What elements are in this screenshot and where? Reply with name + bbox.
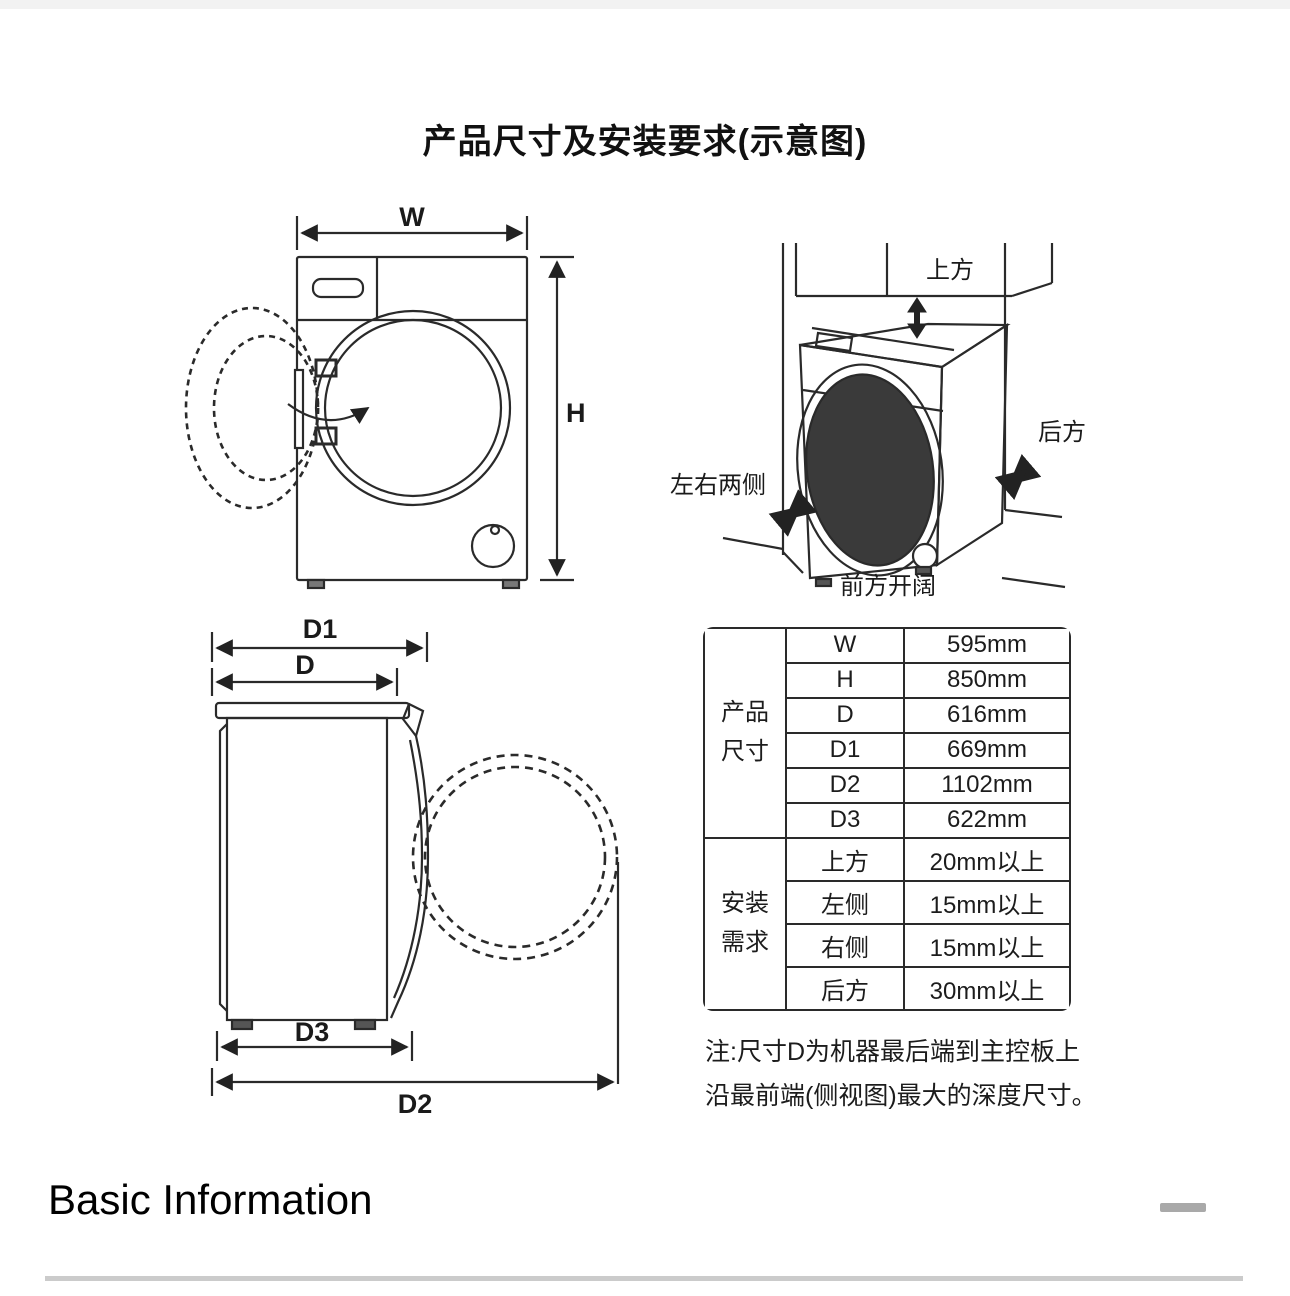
section-divider xyxy=(45,1276,1243,1281)
dim-value: 850mm xyxy=(903,661,1071,699)
clearance-arrow-side xyxy=(768,489,818,537)
side-front-trim xyxy=(401,702,425,739)
clearance-arrow-top-up xyxy=(907,297,927,313)
note-line-2: 沿最前端(侧视图)最大的深度尺寸。 xyxy=(705,1082,1097,1110)
rear-clearance-label: 后方 xyxy=(1038,419,1086,446)
side-back-panel xyxy=(218,723,228,1012)
dim-key: D2 xyxy=(785,766,905,804)
floor-right-front xyxy=(1001,576,1066,589)
dim-key: D1 xyxy=(785,731,905,769)
side-view-diagram: D1 D D3 D2 xyxy=(210,614,620,1119)
side-lid xyxy=(214,701,411,720)
side-body xyxy=(225,716,389,1022)
dim-value: 616mm xyxy=(903,696,1071,734)
open-door-dashed-outer xyxy=(411,753,619,961)
clearance-arrow-top-down xyxy=(907,323,927,339)
side-foot-right xyxy=(353,1018,377,1031)
section-heading: Basic Information xyxy=(48,1176,373,1223)
dim-key: H xyxy=(785,661,905,699)
installation-view-diagram: 上方 后方 左右两侧 前方开阔 xyxy=(670,243,1086,600)
dim-key: W xyxy=(785,627,905,664)
top-panel-line xyxy=(811,326,955,352)
machine-right-face xyxy=(935,322,1009,568)
d-label: D xyxy=(295,650,315,680)
collapse-indicator[interactable] xyxy=(1160,1203,1206,1212)
side-foot-left xyxy=(230,1018,254,1031)
knob-dot xyxy=(489,524,501,536)
d1-label: D1 xyxy=(303,614,338,644)
front-open-label: 前方开阔 xyxy=(840,573,936,600)
cabinet-bottom-slant xyxy=(1011,281,1053,298)
table-row: D 616mm xyxy=(704,696,1071,734)
sides-clearance-label: 左右两侧 xyxy=(670,472,766,499)
dim-value: 1102mm xyxy=(903,766,1071,804)
hinge-bottom xyxy=(314,426,338,446)
door-swing-arrow xyxy=(287,403,370,425)
install-value: 15mm以上 xyxy=(903,922,1071,968)
door-swing-inner-dashed xyxy=(212,334,320,482)
dim-key: D xyxy=(785,696,905,734)
dim-value: 669mm xyxy=(903,731,1071,769)
foot-right xyxy=(501,578,521,590)
dim-value: 595mm xyxy=(903,627,1071,664)
clearance-arrow-rear xyxy=(994,454,1042,500)
knob xyxy=(470,523,516,569)
spec-table: 产品 尺寸 W 595mm H 850mm D 616mm D1 669mm D… xyxy=(703,627,1071,1011)
table-row: 产品 尺寸 W 595mm xyxy=(703,627,1071,839)
group-install-requirements: 安装 需求 xyxy=(703,836,787,1011)
table-row: H 850mm xyxy=(704,661,1071,699)
hinge-top xyxy=(314,358,338,378)
h-label: H xyxy=(566,398,586,428)
install-value: 30mm以上 xyxy=(903,965,1071,1011)
d3-label: D3 xyxy=(295,1017,330,1047)
door-outer-ring xyxy=(314,309,512,507)
table-row: 安装 需求 上方 20mm以上 xyxy=(703,836,1071,1011)
page-top-strip xyxy=(0,0,1290,9)
floor-right-back xyxy=(1004,508,1063,519)
side-door-profile-outer xyxy=(389,735,430,1019)
group-product-dimensions: 产品 尺寸 xyxy=(703,627,787,839)
display-window xyxy=(311,277,365,299)
dim-key: D3 xyxy=(785,801,905,839)
table-row: D3 622mm xyxy=(704,801,1071,839)
clearance-arrows xyxy=(768,297,1042,537)
note-line-1: 注:尺寸D为机器最后端到主控板上 xyxy=(705,1038,1081,1066)
door-outer xyxy=(796,363,944,577)
foot-left xyxy=(306,578,326,590)
table-row: 左侧 15mm以上 xyxy=(704,879,1071,925)
install-key: 后方 xyxy=(785,965,905,1011)
floor-front-left xyxy=(782,551,804,574)
d2-label: D2 xyxy=(398,1089,433,1119)
install-key: 右侧 xyxy=(785,922,905,968)
door-inner-ring xyxy=(323,318,503,498)
table-row: 右侧 15mm以上 xyxy=(704,922,1071,968)
dimension-note: 注:尺寸D为机器最后端到主控板上 沿最前端(侧视图)最大的深度尺寸。 xyxy=(705,1030,1100,1118)
table-row: 后方 30mm以上 xyxy=(704,965,1071,1011)
door-dark xyxy=(805,373,935,567)
dim-value: 622mm xyxy=(903,801,1071,839)
floor-left xyxy=(722,536,784,551)
diagram-title: 产品尺寸及安装要求(示意图) xyxy=(422,123,868,161)
install-value: 20mm以上 xyxy=(903,836,1071,882)
front-view-diagram: W H xyxy=(184,202,586,590)
table-row: D2 1102mm xyxy=(704,766,1071,804)
perspective-knob xyxy=(911,542,939,570)
perspective-foot-left xyxy=(814,577,833,588)
top-clearance-label: 上方 xyxy=(926,257,974,284)
perspective-foot-right xyxy=(914,565,933,576)
table-row: D1 669mm xyxy=(704,731,1071,769)
install-value: 15mm以上 xyxy=(903,879,1071,925)
side-door-profile-inner xyxy=(392,739,424,999)
open-door-dashed-inner xyxy=(423,765,607,949)
w-label: W xyxy=(399,202,425,232)
perspective-display xyxy=(814,331,854,353)
install-key: 左侧 xyxy=(785,879,905,925)
install-key: 上方 xyxy=(785,836,905,882)
